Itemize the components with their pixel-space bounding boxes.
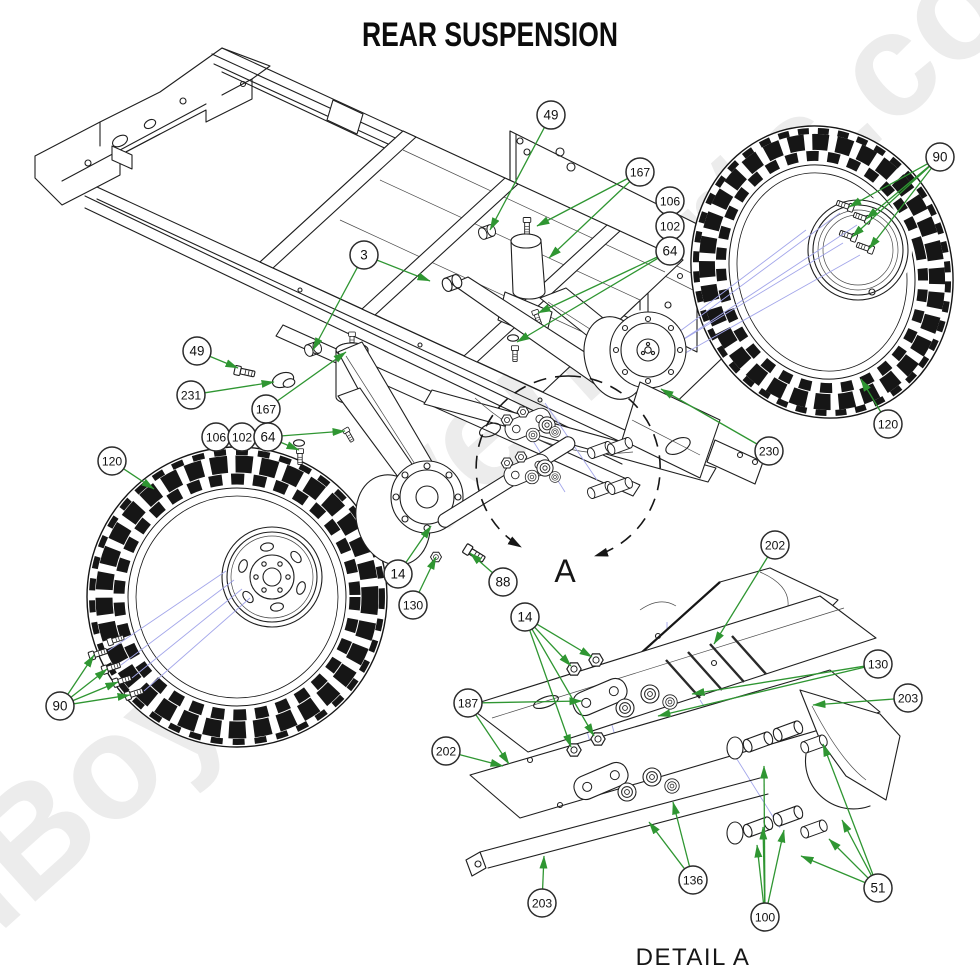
detail-marker-label: A (554, 553, 576, 589)
svg-text:51: 51 (871, 880, 886, 895)
detail-view-ring (475, 375, 661, 557)
callout-167: 167 (251, 351, 347, 424)
callout-88: 88 (469, 552, 518, 597)
callout-203: 203 (812, 683, 923, 713)
svg-text:167: 167 (630, 165, 651, 179)
svg-text:120: 120 (878, 417, 899, 431)
left-tire (86, 446, 388, 748)
svg-text:90: 90 (933, 149, 948, 164)
svg-text:130: 130 (403, 598, 424, 612)
callout-130: 130 (657, 649, 893, 718)
callout-64: 64 (516, 236, 685, 343)
callout-187: 187 (453, 688, 583, 765)
svg-text:3: 3 (360, 247, 367, 262)
callout-120: 120 (97, 446, 155, 490)
callout-102: 102 (227, 422, 257, 452)
svg-text:130: 130 (868, 657, 889, 671)
callout-90: 90 (848, 142, 955, 250)
svg-text:187: 187 (458, 696, 479, 710)
svg-text:64: 64 (261, 429, 276, 444)
svg-text:120: 120 (102, 454, 123, 468)
callout-51: 51 (800, 743, 893, 903)
callout-106: 106 (201, 422, 231, 452)
callout-136: 136 (648, 801, 708, 895)
svg-text:14: 14 (518, 609, 533, 624)
svg-text:14: 14 (391, 566, 406, 581)
svg-text:106: 106 (660, 194, 681, 208)
callout-120: 120 (860, 378, 903, 439)
callout-3: 3 (312, 240, 431, 351)
svg-text:230: 230 (759, 444, 780, 458)
svg-text:202: 202 (436, 744, 457, 758)
svg-text:102: 102 (232, 430, 253, 444)
svg-text:203: 203 (532, 896, 553, 910)
callout-167: 167 (536, 157, 655, 259)
svg-text:231: 231 (181, 388, 202, 402)
callout-230: 230 (660, 388, 784, 466)
callout-64: 64 (253, 422, 346, 452)
left-suspension (233, 272, 576, 566)
right-suspension (451, 217, 721, 479)
svg-text:106: 106 (206, 430, 227, 444)
callout-202: 202 (713, 530, 790, 645)
callout-106: 106 (655, 186, 685, 216)
svg-text:88: 88 (496, 574, 511, 589)
callout-49: 49 (489, 100, 566, 231)
svg-text:136: 136 (683, 873, 704, 887)
svg-text:102: 102 (660, 219, 681, 233)
svg-text:202: 202 (765, 538, 786, 552)
detail-caption: DETAIL A (636, 944, 751, 971)
callout-14: 14 (510, 602, 595, 748)
page-title: REAR SUSPENSION (362, 16, 618, 54)
svg-text:100: 100 (755, 910, 776, 924)
callout-100: 100 (750, 765, 786, 932)
svg-text:90: 90 (53, 698, 68, 713)
callout-90: 90 (45, 654, 131, 721)
svg-text:203: 203 (898, 691, 919, 705)
right-tire (690, 125, 954, 419)
detail-a-assembly (465, 567, 901, 877)
callout-202: 202 (431, 736, 504, 767)
callout-203: 203 (527, 855, 557, 918)
svg-text:49: 49 (544, 107, 559, 122)
svg-text:167: 167 (256, 402, 277, 416)
callout-49: 49 (182, 336, 239, 369)
callout-130: 130 (398, 556, 437, 620)
callout-102: 102 (655, 211, 685, 241)
callout-231: 231 (176, 379, 275, 410)
svg-text:49: 49 (190, 343, 205, 358)
callout-layer: 49 167 106 102 64 90 120 230 3 49 231 167 106 102 64 12… (45, 100, 955, 932)
svg-text:64: 64 (663, 243, 678, 258)
callout-14: 14 (383, 525, 432, 589)
